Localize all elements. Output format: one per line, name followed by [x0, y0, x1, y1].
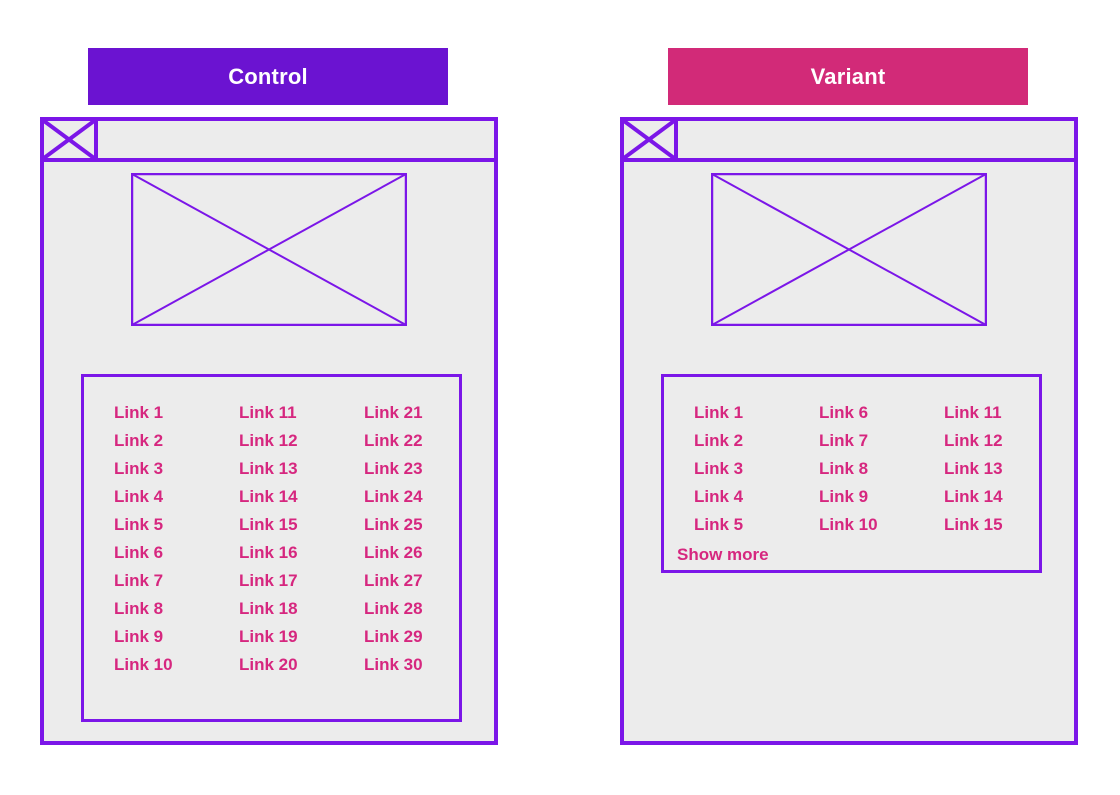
banner-control: Control: [88, 48, 448, 105]
tab-placeholder-icon[interactable]: [44, 121, 98, 158]
links-column: Link 1 Link 2 Link 3 Link 4 Link 5 Link …: [84, 399, 209, 679]
list-item[interactable]: Link 24: [364, 487, 423, 506]
links-grid-control: Link 1 Link 2 Link 3 Link 4 Link 5 Link …: [84, 377, 459, 679]
list-item[interactable]: Link 15: [239, 515, 298, 534]
list-item[interactable]: Link 4: [114, 487, 164, 506]
browser-chrome-bar-variant: [624, 121, 1074, 162]
list-item[interactable]: Link 7: [114, 571, 164, 590]
list-item[interactable]: Link 2: [114, 431, 164, 450]
browser-chrome-bar-control: [44, 121, 494, 162]
list-item[interactable]: Link 8: [819, 459, 869, 478]
list-item[interactable]: Link 9: [114, 627, 164, 646]
list-item[interactable]: Link 3: [694, 459, 744, 478]
list-item[interactable]: Link 11: [239, 403, 297, 422]
list-item[interactable]: Link 17: [239, 571, 298, 590]
list-item[interactable]: Link 19: [239, 627, 298, 646]
wireframe-control: Link 1 Link 2 Link 3 Link 4 Link 5 Link …: [40, 117, 498, 745]
list-item[interactable]: Link 15: [944, 515, 1003, 534]
list-item[interactable]: Link 18: [239, 599, 298, 618]
banner-variant: Variant: [668, 48, 1028, 105]
list-item[interactable]: Link 23: [364, 459, 423, 478]
links-grid-variant: Link 1 Link 2 Link 3 Link 4 Link 5 Link …: [664, 377, 1039, 539]
links-column: Link 6 Link 7 Link 8 Link 9 Link 10: [789, 399, 914, 539]
list-item[interactable]: Link 14: [239, 487, 298, 506]
list-item[interactable]: Link 1: [694, 403, 744, 422]
list-item[interactable]: Link 25: [364, 515, 423, 534]
list-item[interactable]: Link 14: [944, 487, 1003, 506]
list-item[interactable]: Link 6: [819, 403, 869, 422]
list-item[interactable]: Link 27: [364, 571, 423, 590]
links-column: Link 11 Link 12 Link 13 Link 14 Link 15: [914, 399, 1039, 539]
tab-placeholder-icon[interactable]: [624, 121, 678, 158]
list-item[interactable]: Link 10: [819, 515, 878, 534]
list-item[interactable]: Link 2: [694, 431, 744, 450]
list-item[interactable]: Link 12: [239, 431, 298, 450]
list-item[interactable]: Link 11: [944, 403, 1002, 422]
list-item[interactable]: Link 16: [239, 543, 298, 562]
list-item[interactable]: Link 13: [239, 459, 298, 478]
list-item[interactable]: Link 9: [819, 487, 869, 506]
list-item[interactable]: Link 10: [114, 655, 173, 674]
links-column: Link 11 Link 12 Link 13 Link 14 Link 15 …: [209, 399, 334, 679]
banner-variant-label: Variant: [810, 63, 886, 89]
list-item[interactable]: Link 1: [114, 403, 164, 422]
list-item[interactable]: Link 7: [819, 431, 869, 450]
list-item[interactable]: Link 28: [364, 599, 423, 618]
links-box-variant: Link 1 Link 2 Link 3 Link 4 Link 5 Link …: [661, 374, 1042, 573]
links-box-control: Link 1 Link 2 Link 3 Link 4 Link 5 Link …: [81, 374, 462, 722]
list-item[interactable]: Link 30: [364, 655, 423, 674]
image-placeholder-control: [131, 173, 407, 326]
list-item[interactable]: Link 3: [114, 459, 164, 478]
list-item[interactable]: Link 12: [944, 431, 1003, 450]
list-item[interactable]: Link 5: [114, 515, 164, 534]
show-more-link[interactable]: Show more: [677, 545, 769, 564]
list-item[interactable]: Link 20: [239, 655, 298, 674]
list-item[interactable]: Link 26: [364, 543, 423, 562]
image-placeholder-variant: [711, 173, 987, 326]
links-column: Link 1 Link 2 Link 3 Link 4 Link 5: [664, 399, 789, 539]
list-item[interactable]: Link 21: [364, 403, 423, 422]
list-item[interactable]: Link 5: [694, 515, 744, 534]
list-item[interactable]: Link 4: [694, 487, 744, 506]
links-column: Link 21 Link 22 Link 23 Link 24 Link 25 …: [334, 399, 459, 679]
list-item[interactable]: Link 6: [114, 543, 164, 562]
list-item[interactable]: Link 8: [114, 599, 164, 618]
list-item[interactable]: Link 13: [944, 459, 1003, 478]
list-item[interactable]: Link 29: [364, 627, 423, 646]
wireframe-variant: Link 1 Link 2 Link 3 Link 4 Link 5 Link …: [620, 117, 1078, 745]
list-item[interactable]: Link 22: [364, 431, 423, 450]
banner-control-label: Control: [228, 63, 308, 89]
